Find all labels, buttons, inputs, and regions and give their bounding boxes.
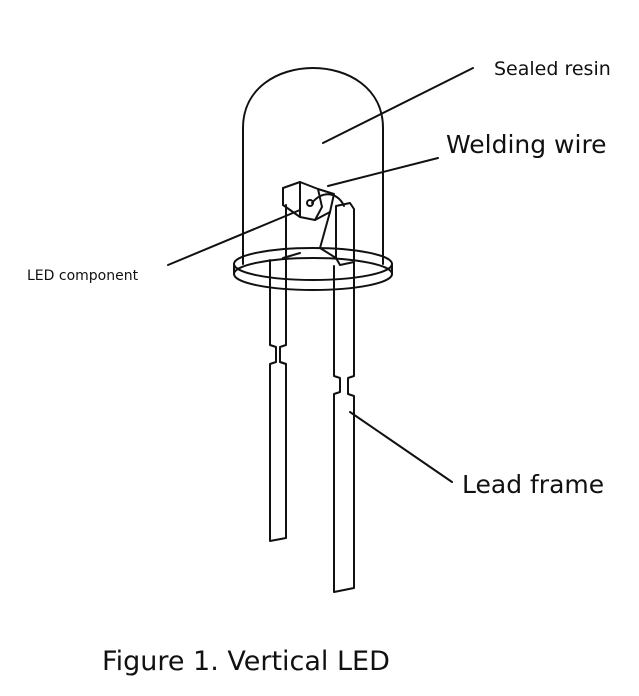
label-lead-frame: Lead frame — [462, 470, 605, 499]
resin-dome — [242, 67, 384, 265]
base-flange — [233, 247, 393, 291]
leader-led-component — [167, 209, 301, 266]
lead-left — [269, 204, 301, 542]
leader-lead-frame — [349, 411, 453, 483]
label-welding-wire: Welding wire — [446, 130, 607, 159]
anvil-post — [335, 202, 355, 266]
figure-caption: Figure 1. Vertical LED — [102, 646, 390, 677]
leader-sealed-resin — [322, 67, 474, 144]
leader-welding-wire — [327, 157, 439, 187]
lead-right — [319, 211, 355, 593]
label-led-component: LED component — [27, 268, 139, 284]
label-sealed-resin: Sealed resin — [494, 58, 611, 80]
welding-wire — [311, 193, 345, 207]
